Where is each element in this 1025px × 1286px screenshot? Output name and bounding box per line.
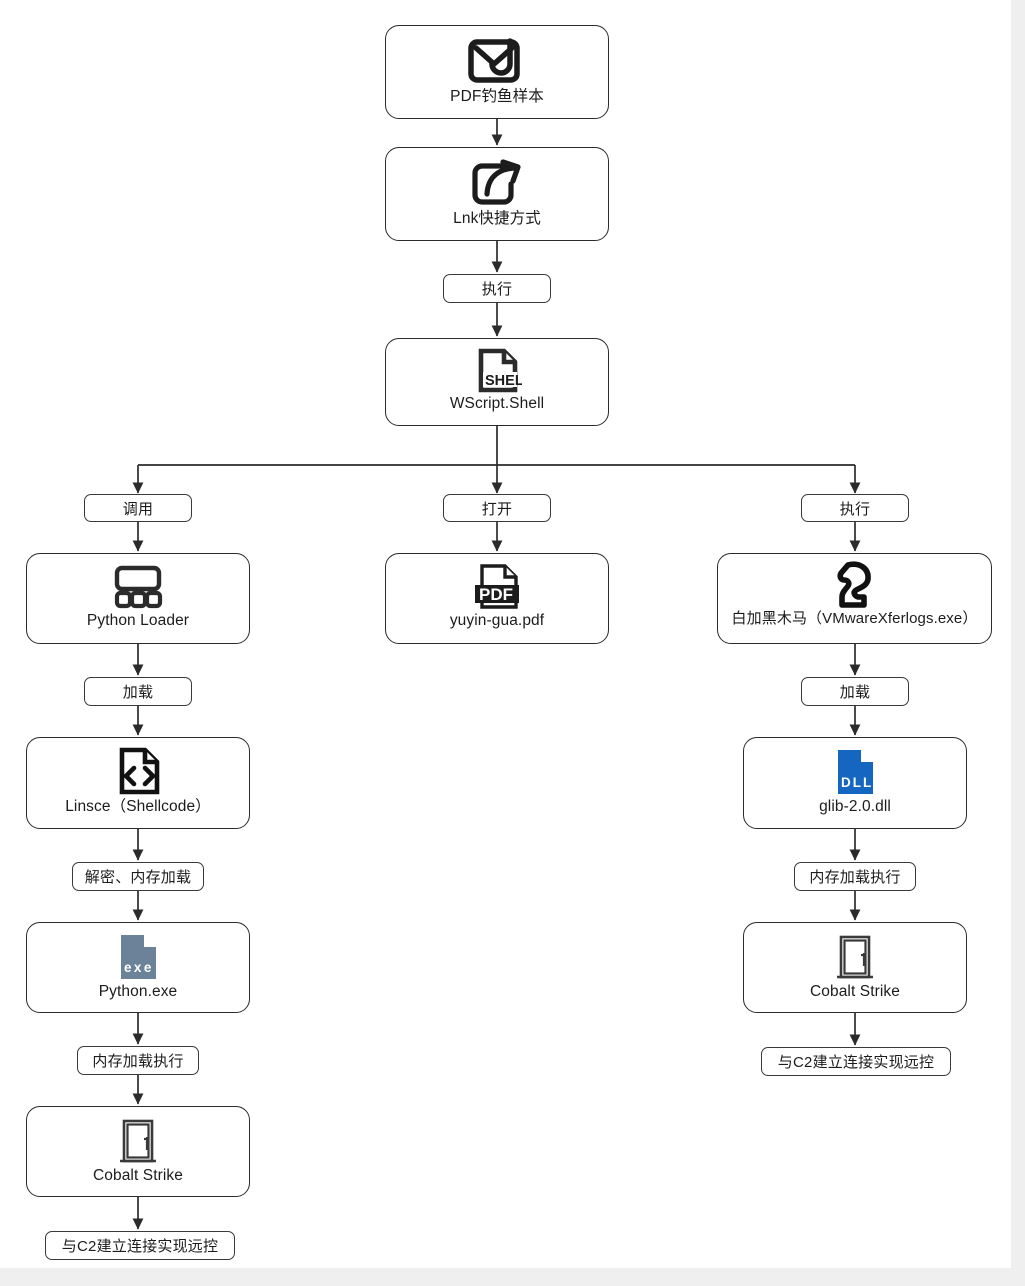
edge-label-c2-left: 与C2建立连接实现远控 [45, 1231, 235, 1260]
trojan-horse-icon [828, 560, 882, 610]
edge-label-text: 执行 [481, 281, 513, 298]
edge-label-text: 打开 [481, 500, 513, 518]
connector-layer [132, 119, 861, 1230]
node-label: WScript.Shell [449, 395, 545, 412]
node-label: glib-2.0.dll [819, 798, 891, 815]
edge-label-text: 解密、内存加载 [84, 869, 192, 886]
svg-text:SHELL: SHELL [485, 373, 522, 389]
shell-file-icon: SHELL [472, 348, 522, 394]
node-white-black-trojan[interactable]: 白加黑木马（VMwareXferlogs.exe） [717, 553, 992, 644]
node-label: Lnk快捷方式 [453, 210, 541, 227]
edge-label-memload-exec-left: 内存加载执行 [77, 1046, 199, 1075]
edge-label-exec-1: 执行 [443, 274, 551, 303]
node-python-exe[interactable]: exe Python.exe [26, 922, 250, 1013]
pdf-file-icon: PDF [471, 563, 523, 611]
node-lnk-shortcut[interactable]: Lnk快捷方式 [385, 147, 609, 241]
dll-file-icon: DLL [830, 747, 880, 797]
edge-label-text: 与C2建立连接实现远控 [777, 1054, 935, 1071]
shortcut-arrow-icon [468, 157, 526, 209]
edge-label-call: 调用 [84, 494, 192, 522]
node-label: Python Loader [86, 612, 190, 629]
svg-text:exe: exe [124, 960, 154, 975]
node-label: Linsce（Shellcode） [65, 798, 211, 815]
node-wscript-shell[interactable]: SHELL WScript.Shell [385, 338, 609, 426]
edge-label-text: 调用 [122, 500, 154, 518]
edge-label-load-left: 加载 [84, 677, 192, 706]
edge-label-memload-exec-right: 内存加载执行 [794, 862, 916, 891]
diagram-canvas: PDF钓鱼样本 Lnk快捷方式 执行 [0, 0, 1011, 1268]
node-glib-dll[interactable]: DLL glib-2.0.dll [743, 737, 967, 829]
svg-text:DLL: DLL [841, 775, 873, 790]
edge-label-text: 执行 [839, 500, 871, 518]
node-cobalt-strike-right[interactable]: Cobalt Strike [743, 922, 967, 1013]
node-label: PDF钓鱼样本 [450, 88, 544, 105]
envelope-hook-icon [466, 35, 528, 87]
node-pdf-phishing-sample[interactable]: PDF钓鱼样本 [385, 25, 609, 119]
node-python-loader[interactable]: Python Loader [26, 553, 250, 644]
edge-label-text: 与C2建立连接实现远控 [61, 1238, 219, 1255]
edge-label-text: 内存加载执行 [92, 1053, 184, 1070]
node-label: yuyin-gua.pdf [449, 612, 545, 629]
node-linsce-shellcode[interactable]: Linsce（Shellcode） [26, 737, 250, 829]
edge-label-text: 加载 [839, 684, 871, 701]
edge-label-exec-2: 执行 [801, 494, 909, 522]
node-label: Cobalt Strike [92, 1167, 184, 1184]
exe-file-icon: exe [113, 932, 163, 982]
code-file-icon [112, 747, 164, 797]
edge-label-decrypt-memload: 解密、内存加载 [72, 862, 204, 891]
node-yuyin-gua-pdf[interactable]: PDF yuyin-gua.pdf [385, 553, 609, 644]
svg-text:PDF: PDF [479, 585, 513, 604]
edge-label-load-right: 加载 [801, 677, 909, 706]
node-label: Python.exe [98, 983, 178, 1000]
edge-label-text: 加载 [122, 684, 154, 701]
loader-app-icon [103, 563, 173, 611]
door-icon [831, 932, 879, 982]
edge-branch-bus [138, 425, 855, 466]
edge-label-c2-right: 与C2建立连接实现远控 [761, 1047, 951, 1076]
node-label: 白加黑木马（VMwareXferlogs.exe） [731, 610, 978, 627]
edge-label-text: 内存加载执行 [809, 869, 901, 886]
node-label: Cobalt Strike [809, 983, 901, 1000]
node-cobalt-strike-left[interactable]: Cobalt Strike [26, 1106, 250, 1197]
edge-label-open: 打开 [443, 494, 551, 522]
door-icon [114, 1116, 162, 1166]
